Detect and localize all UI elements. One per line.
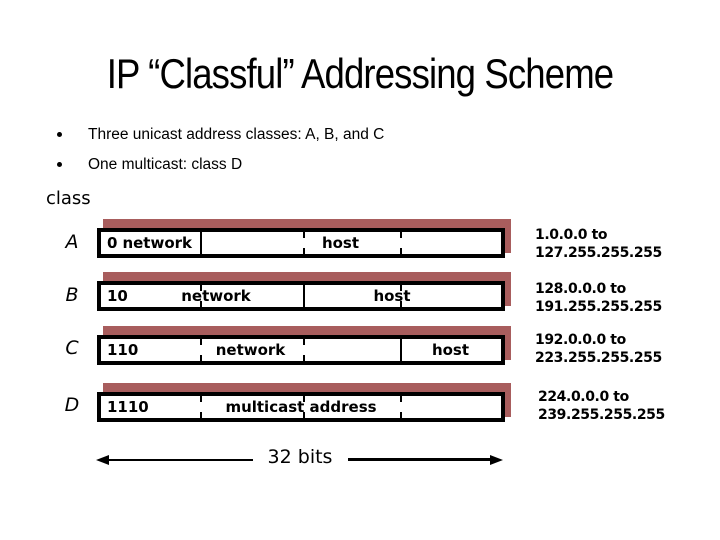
octet-tick [303, 232, 305, 238]
octet-tick [400, 248, 402, 254]
row-label-d: D [64, 394, 80, 416]
octet-tick [303, 396, 305, 402]
octet-tick [303, 339, 305, 345]
octet-tick [200, 301, 202, 307]
octet-tick [200, 355, 202, 361]
bullet-item: Three unicast address classes: A, B, and… [56, 126, 536, 143]
multicast-field-label: multicast address [225, 398, 377, 416]
octet-tick [400, 285, 402, 291]
octet-tick [200, 396, 202, 402]
octet-tick [200, 285, 202, 291]
bit-prefix: 0 [107, 234, 118, 252]
bullet-text: One multicast: class D [88, 156, 243, 173]
right-arrowhead-icon [490, 455, 503, 465]
octet-tick [400, 396, 402, 402]
range-text-a: 1.0.0.0 to 127.255.255.255 [535, 227, 662, 261]
field-divider [303, 285, 305, 307]
range-text-b: 128.0.0.0 to 191.255.255.255 [535, 281, 662, 315]
page-title: IP “Classful” Addressing Scheme [106, 50, 614, 97]
octet-tick [303, 355, 305, 361]
right-arrow-line [348, 458, 491, 461]
host-field-label: host [321, 234, 360, 252]
octet-tick [200, 339, 202, 345]
bullet-item: One multicast: class D [56, 156, 536, 173]
left-arrowhead-icon [96, 455, 109, 465]
host-field-label: host [373, 287, 411, 305]
address-box-b: 10 network host [97, 281, 505, 311]
bit-prefix: 10 [107, 287, 128, 305]
bullet-list: Three unicast address classes: A, B, and… [56, 126, 536, 186]
octet-tick [200, 412, 202, 418]
row-label-b: B [65, 284, 79, 306]
network-field-label: network [181, 287, 251, 305]
bit-prefix: 110 [107, 341, 139, 359]
bullet-text: Three unicast address classes: A, B, and… [88, 126, 385, 143]
bit-prefix: 1110 [107, 398, 149, 416]
bullet-dot-icon [57, 132, 62, 137]
bullet-dot-icon [57, 162, 62, 167]
octet-tick [400, 301, 402, 307]
host-field-label: host [431, 341, 470, 359]
network-field-label: network [122, 234, 192, 252]
octet-tick [303, 248, 305, 254]
class-column-label: class [46, 188, 91, 209]
octet-tick [400, 232, 402, 238]
row-label-a: A [65, 231, 79, 253]
field-divider [200, 232, 202, 254]
range-text-c: 192.0.0.0 to 223.255.255.255 [535, 332, 662, 366]
row-label-c: C [65, 337, 79, 359]
field-divider [400, 339, 402, 361]
octet-tick [303, 412, 305, 418]
address-box-d: 1110 multicast address [97, 392, 505, 422]
address-box-c: 110 network host [97, 335, 505, 365]
octet-tick [400, 412, 402, 418]
range-text-d: 224.0.0.0 to 239.255.255.255 [538, 389, 665, 423]
network-field-label: network [215, 341, 286, 359]
bits-caption: 32 bits [267, 446, 333, 468]
left-arrow-line [108, 459, 253, 461]
